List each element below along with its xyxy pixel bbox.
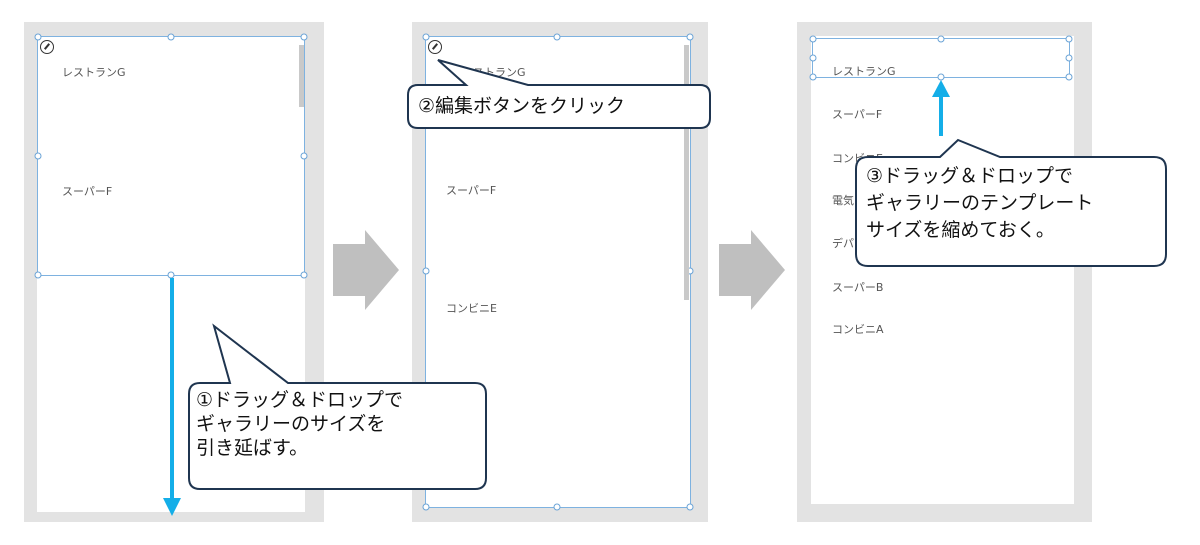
step2-edit-pencil-icon[interactable] <box>428 40 442 54</box>
step3-drag-up-arrow <box>939 94 943 136</box>
step2-resize-handle[interactable] <box>422 503 430 511</box>
step1-resize-handle[interactable] <box>34 152 42 160</box>
step1-resize-handle[interactable] <box>34 33 42 41</box>
step2-resize-handle[interactable] <box>686 33 694 41</box>
step2-resize-handle[interactable] <box>553 503 561 511</box>
step2-list-item[interactable]: スーパーF <box>446 184 497 197</box>
step3-resize-handle[interactable] <box>1065 35 1073 43</box>
step3-list-item[interactable]: 電気 <box>832 194 854 207</box>
step2-resize-handle[interactable] <box>553 33 561 41</box>
step3-list-item[interactable]: コンビニA <box>832 323 884 336</box>
step3-callout-bubble <box>855 138 1167 267</box>
step3-resize-handle[interactable] <box>809 54 817 62</box>
step1-resize-handle[interactable] <box>34 271 42 279</box>
step1-resize-handle[interactable] <box>300 152 308 160</box>
step2-list-item[interactable]: コンビニE <box>446 302 497 315</box>
step1-drag-arrowhead-icon <box>163 498 181 516</box>
step1-drag-down-arrow <box>170 278 174 500</box>
next-step-arrow-icon <box>333 230 399 310</box>
step1-edit-pencil-icon[interactable] <box>40 40 54 54</box>
step3-resize-handle[interactable] <box>1065 54 1073 62</box>
step3-list-item[interactable]: デパ <box>832 237 854 250</box>
step3-callout-line: ③ドラッグ＆ドロップで <box>866 165 1074 187</box>
step2-scrollbar[interactable] <box>684 45 689 300</box>
step1-callout-bubble <box>188 323 487 490</box>
step1-list-item[interactable]: スーパーF <box>62 185 113 198</box>
step1-scrollbar[interactable] <box>299 45 304 107</box>
step3-list-item[interactable]: スーパーF <box>832 108 883 121</box>
next-step-arrow-icon <box>719 230 785 310</box>
step1-list-item[interactable]: レストランG <box>62 66 126 79</box>
step1-resize-handle[interactable] <box>300 271 308 279</box>
step1-resize-handle[interactable] <box>300 33 308 41</box>
step3-callout-line: サイズを縮めておく。 <box>866 219 1055 241</box>
step3-resize-handle[interactable] <box>809 35 817 43</box>
step3-list-item[interactable]: レストランG <box>832 65 896 78</box>
step1-callout-line: ①ドラッグ＆ドロップで <box>196 389 404 411</box>
step3-resize-handle[interactable] <box>809 73 817 81</box>
step3-resize-handle[interactable] <box>1065 73 1073 81</box>
step1-callout-text: ①ドラッグ＆ドロップで ギャラリーのサイズを 引き延ばす。 <box>196 388 403 460</box>
step1-callout-line: 引き延ばす。 <box>196 437 309 459</box>
step3-callout-line: ギャラリーのテンプレート <box>866 192 1094 214</box>
step3-callout-text: ③ドラッグ＆ドロップで ギャラリーのテンプレート サイズを縮めておく。 <box>866 163 1093 244</box>
step2-callout-text: ②編集ボタンをクリック <box>418 95 626 117</box>
step3-drag-arrowhead-icon <box>932 80 950 97</box>
step1-resize-handle[interactable] <box>167 33 175 41</box>
step3-resize-handle[interactable] <box>937 35 945 43</box>
step1-callout-line: ギャラリーのサイズを <box>196 413 386 435</box>
step2-resize-handle[interactable] <box>422 33 430 41</box>
step2-resize-handle[interactable] <box>686 503 694 511</box>
step2-resize-handle[interactable] <box>422 267 430 275</box>
step2-callout-bubble <box>407 59 711 129</box>
step3-list-item[interactable]: スーパーB <box>832 281 884 294</box>
